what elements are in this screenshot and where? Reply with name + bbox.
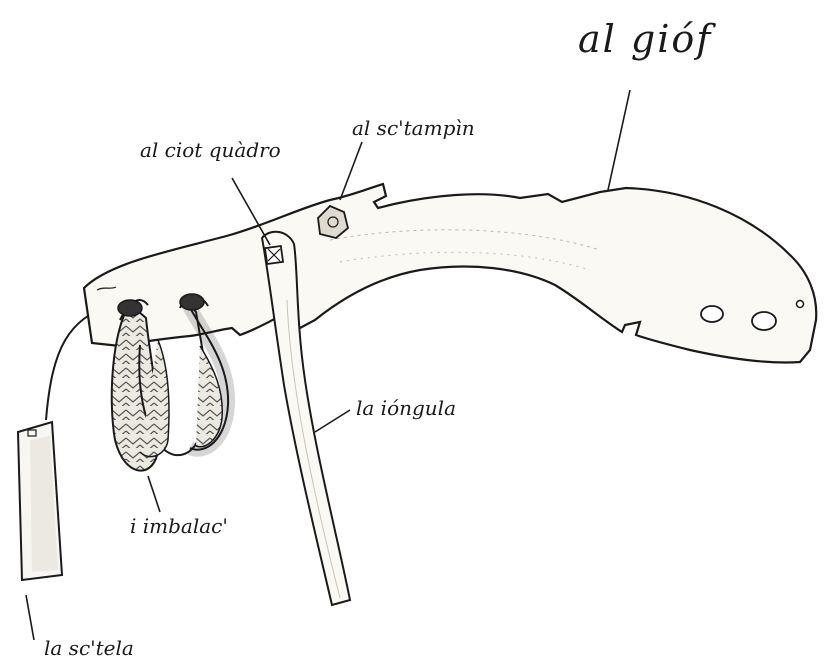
leader-giof: [608, 90, 630, 190]
label-sctampin: al sc'tampìn: [352, 118, 475, 138]
label-ciot-quadro: al ciot quàdro: [140, 140, 281, 160]
label-giof: al gióf: [578, 20, 712, 58]
leader-iongula: [315, 410, 350, 432]
yoke-beam-giof: [84, 184, 816, 363]
strap-sctela: [18, 305, 110, 580]
label-iongula: la ióngula: [356, 398, 456, 418]
label-imbalac: i imbalac': [130, 516, 228, 536]
square-nail-ciot-quadro: [265, 246, 283, 264]
leader-sctela: [26, 595, 34, 640]
leader-imbalac: [148, 476, 160, 512]
label-sctela: la sc'tela: [44, 638, 134, 658]
